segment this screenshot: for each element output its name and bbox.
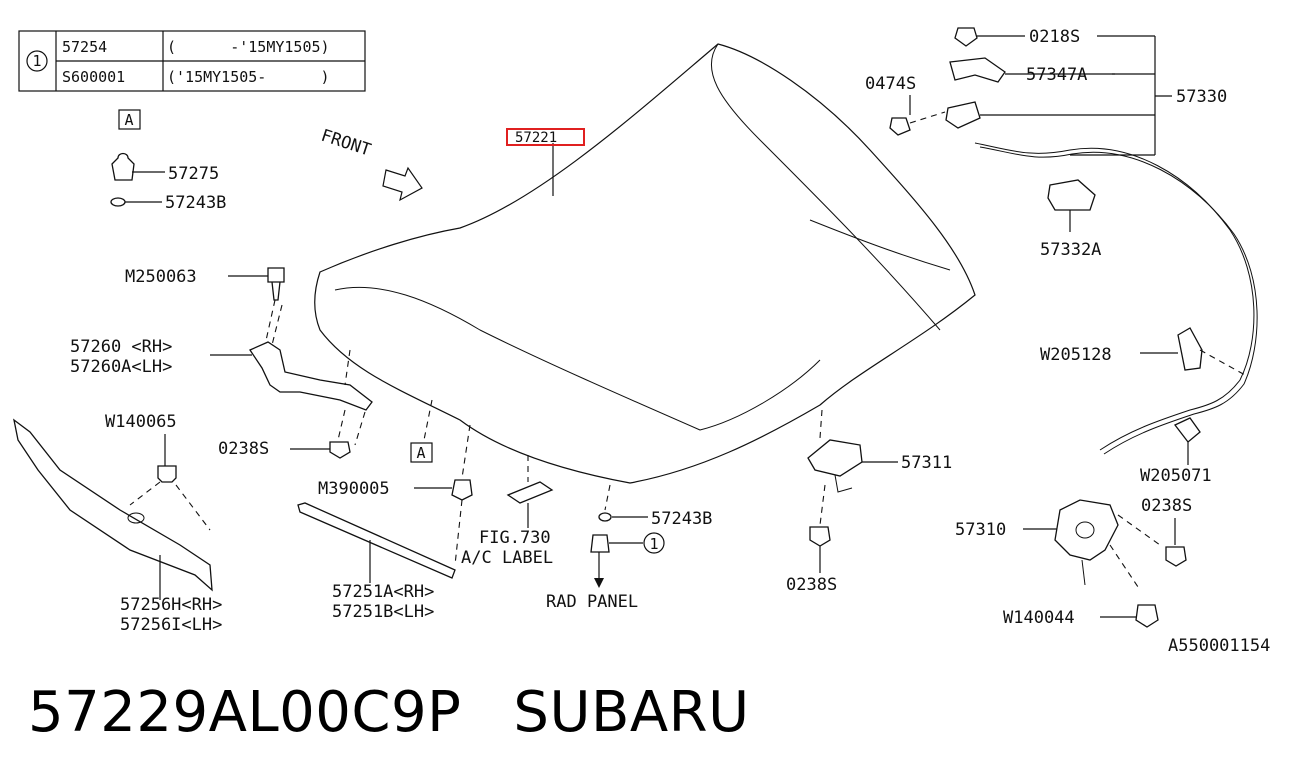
label-0238s-left: 0238S bbox=[218, 439, 269, 459]
ac-label-icon bbox=[506, 481, 554, 504]
brand-name: SUBARU bbox=[513, 680, 750, 745]
cable-clip-icon bbox=[1177, 327, 1203, 371]
label-0238s-mid: 0238S bbox=[786, 575, 837, 595]
nut-icon-left bbox=[329, 441, 351, 459]
cable-clamp-icon bbox=[1173, 417, 1201, 443]
hood-latch-icon bbox=[1054, 499, 1119, 561]
hood-label: 57221 bbox=[506, 128, 585, 196]
label-0218s: 0218S bbox=[1029, 27, 1080, 47]
label-57260: 57260 <RH> bbox=[70, 337, 172, 357]
nut-icon-mid bbox=[809, 526, 831, 547]
table-row-2-part: S600001 bbox=[62, 68, 125, 86]
label-m250063: M250063 bbox=[125, 267, 197, 287]
arrow-down-icon bbox=[594, 578, 604, 588]
label-57256i: 57256I<LH> bbox=[120, 615, 222, 635]
label-57251b: 57251B<LH> bbox=[332, 602, 434, 622]
part-number: 57229AL00C9P bbox=[28, 680, 462, 745]
table-marker-circle bbox=[26, 50, 48, 72]
front-indicator: FRONT bbox=[318, 126, 373, 161]
cable-bracket-icon bbox=[1047, 179, 1096, 211]
label-57260a: 57260A<LH> bbox=[70, 357, 172, 377]
ref-circle-1-text: 1 bbox=[649, 535, 658, 553]
ref-circle-1 bbox=[643, 532, 665, 554]
label-m390005: M390005 bbox=[318, 479, 390, 499]
label-57311: 57311 bbox=[901, 453, 952, 473]
hood-panel bbox=[314, 43, 976, 484]
label-ac-label: A/C LABEL bbox=[461, 548, 553, 568]
front-arrow-icon bbox=[382, 166, 423, 202]
hood-highlight-box bbox=[506, 128, 585, 146]
label-57347a: 57347A bbox=[1026, 65, 1087, 85]
ball-stud-icon bbox=[451, 479, 473, 501]
label-w205128: W205128 bbox=[1040, 345, 1112, 365]
table-row-1-part: 57254 bbox=[62, 38, 107, 56]
nut-icon-right bbox=[1165, 546, 1187, 567]
clip-icon-right bbox=[1135, 604, 1159, 628]
ref-box-a-mid bbox=[410, 442, 433, 463]
label-w140044: W140044 bbox=[1003, 608, 1075, 628]
nut-icon-top bbox=[954, 27, 978, 47]
label-0238s-right: 0238S bbox=[1141, 496, 1192, 516]
clip-icon-left bbox=[157, 465, 177, 483]
label-w140065: W140065 bbox=[105, 412, 177, 432]
parts-table: 1 57254 ( -'15MY1505) S600001 ('15MY1505… bbox=[18, 30, 366, 92]
ref-a-top: A bbox=[124, 111, 133, 129]
ref-box-a-top bbox=[118, 109, 141, 130]
label-rad-panel: RAD PANEL bbox=[546, 592, 638, 612]
buffer-icon bbox=[590, 534, 610, 553]
label-57332a: 57332A bbox=[1040, 240, 1101, 260]
cable-lever-icon bbox=[945, 101, 981, 129]
label-0474s: 0474S bbox=[865, 74, 916, 94]
ref-a-mid: A bbox=[416, 444, 425, 462]
label-57243b-left: 57243B bbox=[165, 193, 226, 213]
gas-strut-icon bbox=[297, 502, 456, 579]
release-cable-icon bbox=[974, 142, 1255, 451]
table-row-2-range: ('15MY1505- ) bbox=[167, 68, 330, 86]
seal-icon-mid bbox=[598, 512, 612, 522]
diagram-id: A550001154 bbox=[1168, 636, 1270, 656]
hood-part-number: 57221 bbox=[515, 130, 557, 146]
table-marker: 1 bbox=[32, 52, 41, 70]
footer: 57229AL00C9P SUBARU bbox=[28, 680, 750, 760]
label-57256h: 57256H<RH> bbox=[120, 595, 222, 615]
screw-icon bbox=[889, 117, 911, 136]
weatherstrip-icon bbox=[13, 418, 213, 592]
label-fig730: FIG.730 bbox=[479, 528, 551, 548]
bolt-icon bbox=[267, 267, 285, 301]
seal-icon bbox=[110, 197, 126, 207]
label-57330: 57330 bbox=[1176, 87, 1227, 107]
label-57251a: 57251A<RH> bbox=[332, 582, 434, 602]
hinge-icon bbox=[249, 341, 373, 411]
front-label: FRONT bbox=[318, 126, 373, 161]
label-57310: 57310 bbox=[955, 520, 1006, 540]
label-57243b-mid: 57243B bbox=[651, 509, 712, 529]
table-row-1-range: ( -'15MY1505) bbox=[167, 38, 330, 56]
striker-icon bbox=[807, 439, 863, 477]
label-57275: 57275 bbox=[168, 164, 219, 184]
label-w205071: W205071 bbox=[1140, 466, 1212, 486]
bracket-icon bbox=[949, 57, 1006, 83]
bumper-pad-icon bbox=[111, 152, 135, 181]
